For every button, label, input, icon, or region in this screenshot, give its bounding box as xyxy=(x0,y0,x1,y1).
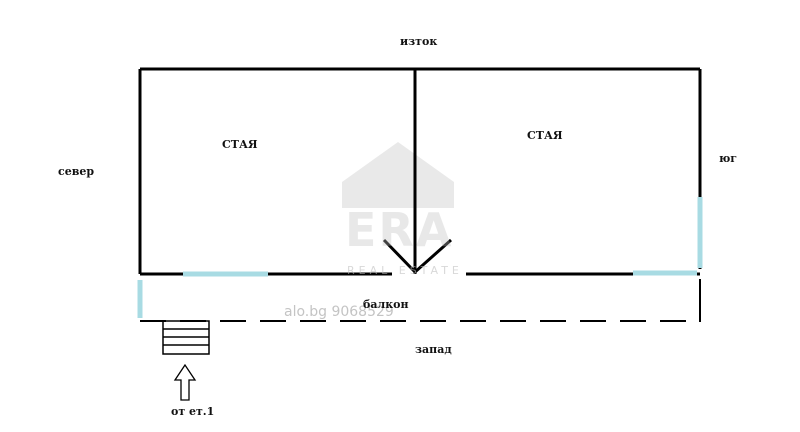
era-logo-roof-icon xyxy=(342,142,454,208)
direction-north-label: север xyxy=(58,165,95,178)
direction-south-label: юг xyxy=(719,152,738,165)
era-logo-watermark xyxy=(342,142,454,208)
door-swing-icon xyxy=(382,238,452,274)
era-logo-subtext: REAL ESTATE xyxy=(347,264,463,277)
balcony-outline xyxy=(140,279,701,322)
listing-id-watermark: alo.bg 9068529 xyxy=(284,304,394,320)
balcony-label: балкон xyxy=(363,298,409,311)
room-label: СТАЯ xyxy=(527,129,563,142)
stairs-icon xyxy=(162,320,210,355)
era-logo-text: ERA xyxy=(345,203,454,257)
room-label: СТАЯ xyxy=(222,138,258,151)
up-arrow-icon xyxy=(173,363,197,401)
direction-east-label: изток xyxy=(400,35,438,48)
direction-west-label: запад xyxy=(415,343,452,356)
windows xyxy=(137,197,703,318)
stairs-label: от ет.1 xyxy=(171,405,215,418)
